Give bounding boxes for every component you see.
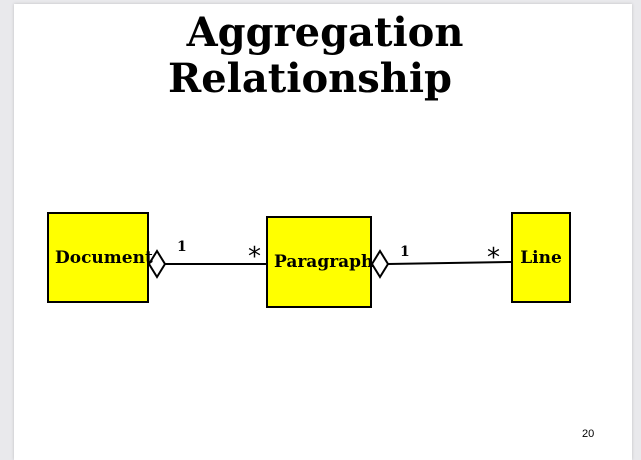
title-line-1: Aggregation: [186, 9, 464, 56]
class-paragraph-label: Paragraph: [274, 252, 374, 272]
aggregation-connectors: [147, 249, 512, 279]
aggregation-diamond-paragraph: [370, 249, 390, 279]
multiplicity-document-one: 1: [177, 239, 187, 255]
multiplicity-paragraph-many: *: [248, 242, 261, 272]
class-document-label: Document: [55, 247, 153, 268]
class-line: Line: [511, 212, 571, 303]
page-number: 20: [582, 428, 595, 440]
slide-title: Aggregation Relationship: [14, 10, 632, 102]
class-line-label: Line: [520, 247, 562, 268]
multiplicity-line-many: *: [487, 243, 500, 273]
title-line-2: Relationship: [167, 55, 452, 102]
association-line-paragraph-line: [387, 261, 512, 265]
multiplicity-paragraph-one: 1: [400, 244, 410, 260]
aggregation-diamond-document: [147, 249, 167, 279]
class-document: Document: [47, 212, 153, 303]
class-paragraph: Paragraph: [266, 216, 374, 308]
slide: Aggregation Relationship Document Paragr…: [14, 4, 632, 460]
